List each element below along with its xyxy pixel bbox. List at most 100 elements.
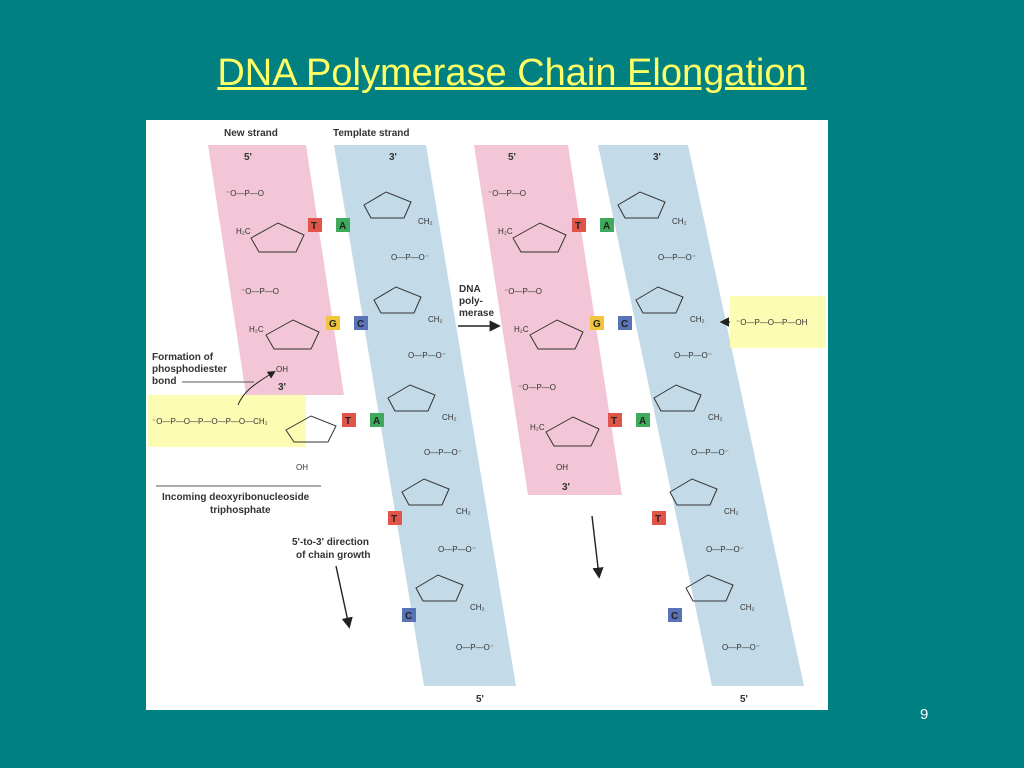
base-T <box>342 413 356 427</box>
ch2-label: CH₂ <box>724 507 739 516</box>
bond-arrow <box>237 370 276 406</box>
new-strand-3prime: 3' <box>278 382 286 393</box>
template-strand-3prime: 3' <box>389 152 397 163</box>
sugar-ring <box>653 384 702 412</box>
pyrophosphate-box <box>730 296 826 348</box>
pyrophosphate-group: ⁻O—P—O—P—OH <box>736 318 808 327</box>
oh-label: OH <box>556 463 568 472</box>
base-A-label: A <box>339 221 346 232</box>
sugar-ring <box>685 574 734 602</box>
incoming-label-1: Incoming deoxyribonucleoside <box>162 492 310 503</box>
phosphate-group: O—P—O⁻ <box>438 545 476 554</box>
phosphate-group: O—P—O⁻ <box>706 545 744 554</box>
ch2-label: CH₂ <box>740 603 755 612</box>
base-C-label: C <box>621 319 628 330</box>
sugar-ring <box>363 191 412 219</box>
base-C-label: C <box>405 611 412 622</box>
enzyme-label-3: merase <box>459 308 494 319</box>
template-strand-3prime: 3' <box>653 152 661 163</box>
base-C <box>618 316 632 330</box>
base-T <box>572 218 586 232</box>
phosphate-group: ⁻O—P—O <box>226 189 264 198</box>
triphosphate-group: ⁻O—P—O—P—O—P—O—CH₂ <box>152 417 268 426</box>
growth-arrow <box>591 515 604 579</box>
ch2-label: CH₂ <box>428 315 443 324</box>
slide-title: DNA Polymerase Chain Elongation <box>217 52 807 94</box>
new-strand-5prime: 5' <box>508 152 516 163</box>
base-A <box>336 218 350 232</box>
base-C <box>668 608 682 622</box>
sugar-ring <box>373 286 422 314</box>
growth-arrow <box>335 565 353 629</box>
ch2-label: CH₂ <box>708 413 723 422</box>
base-T <box>652 511 666 525</box>
dna-elongation-figure: New strand Template strand 5' 3' 3' 5' ⁻… <box>146 120 828 710</box>
phosphate-group: O—P—O⁻ <box>658 253 696 262</box>
sugar-ring <box>669 478 718 506</box>
sugar-ring <box>512 222 567 253</box>
direction-label-2: of chain growth <box>296 550 370 561</box>
ch2-label: CH₂ <box>470 603 485 612</box>
sugar-ring <box>265 319 320 350</box>
new-strand-band-right <box>474 145 622 495</box>
template-strand-label: Template strand <box>333 128 410 139</box>
base-A-label: A <box>603 221 610 232</box>
h2c-label: H₂C <box>498 227 513 236</box>
h2c-label: H₂C <box>530 423 545 432</box>
ch2-label: CH₂ <box>456 507 471 516</box>
base-C-label: C <box>671 611 678 622</box>
template-strand-band-left <box>334 145 516 686</box>
enzyme-label-1: DNA <box>459 284 481 295</box>
phosphate-group: O—P—O⁻ <box>456 643 494 652</box>
oh-label: OH <box>296 463 308 472</box>
base-A-label: A <box>373 416 380 427</box>
base-G <box>590 316 604 330</box>
base-T-label: T <box>311 221 317 232</box>
sugar-ring <box>529 319 584 350</box>
base-T-label: T <box>575 221 581 232</box>
base-A-label: A <box>639 416 646 427</box>
ch2-label: CH₂ <box>418 217 433 226</box>
base-A <box>370 413 384 427</box>
phosphate-group: O—P—O⁻ <box>408 351 446 360</box>
oh-label: OH <box>276 365 288 374</box>
direction-label-1: 5'-to-3' direction <box>292 537 369 548</box>
base-T-label: T <box>611 416 617 427</box>
phosphate-group: O—P—O⁻ <box>391 253 429 262</box>
sugar-ring <box>401 478 450 506</box>
base-A <box>600 218 614 232</box>
sugar-ring <box>285 415 337 443</box>
sugar-ring <box>635 286 684 314</box>
base-G-label: G <box>593 319 601 330</box>
phosphate-group: ⁻O—P—O <box>488 189 526 198</box>
base-G-label: G <box>329 319 337 330</box>
phosphate-group: ⁻O—P—O <box>504 287 542 296</box>
template-strand-band-right <box>598 145 804 686</box>
h2c-label: H₂C <box>514 325 529 334</box>
phosphate-group: O—P—O⁻ <box>722 643 760 652</box>
formation-label-2: phosphodiester <box>152 364 227 375</box>
base-T-label: T <box>391 514 397 525</box>
base-G <box>326 316 340 330</box>
phosphate-group: O—P—O⁻ <box>424 448 462 457</box>
enzyme-label-2: poly- <box>459 296 483 307</box>
phosphate-group: ⁻O—P—O <box>241 287 279 296</box>
base-C <box>354 316 368 330</box>
formation-label-1: Formation of <box>152 352 214 363</box>
base-T <box>608 413 622 427</box>
base-C <box>402 608 416 622</box>
incoming-label-2: triphosphate <box>210 505 271 516</box>
phosphate-group: ⁻O—P—O <box>518 383 556 392</box>
base-C-label: C <box>357 319 364 330</box>
ch2-label: CH₂ <box>690 315 705 324</box>
base-A <box>636 413 650 427</box>
sugar-ring <box>250 222 305 253</box>
base-T-label: T <box>345 416 351 427</box>
ch2-label: CH₂ <box>672 217 687 226</box>
base-T <box>388 511 402 525</box>
h2c-label: H₂C <box>236 227 251 236</box>
new-strand-3prime: 3' <box>562 482 570 493</box>
sugar-ring <box>415 574 464 602</box>
phosphate-group: O—P—O⁻ <box>674 351 712 360</box>
ch2-label: CH₂ <box>442 413 457 422</box>
